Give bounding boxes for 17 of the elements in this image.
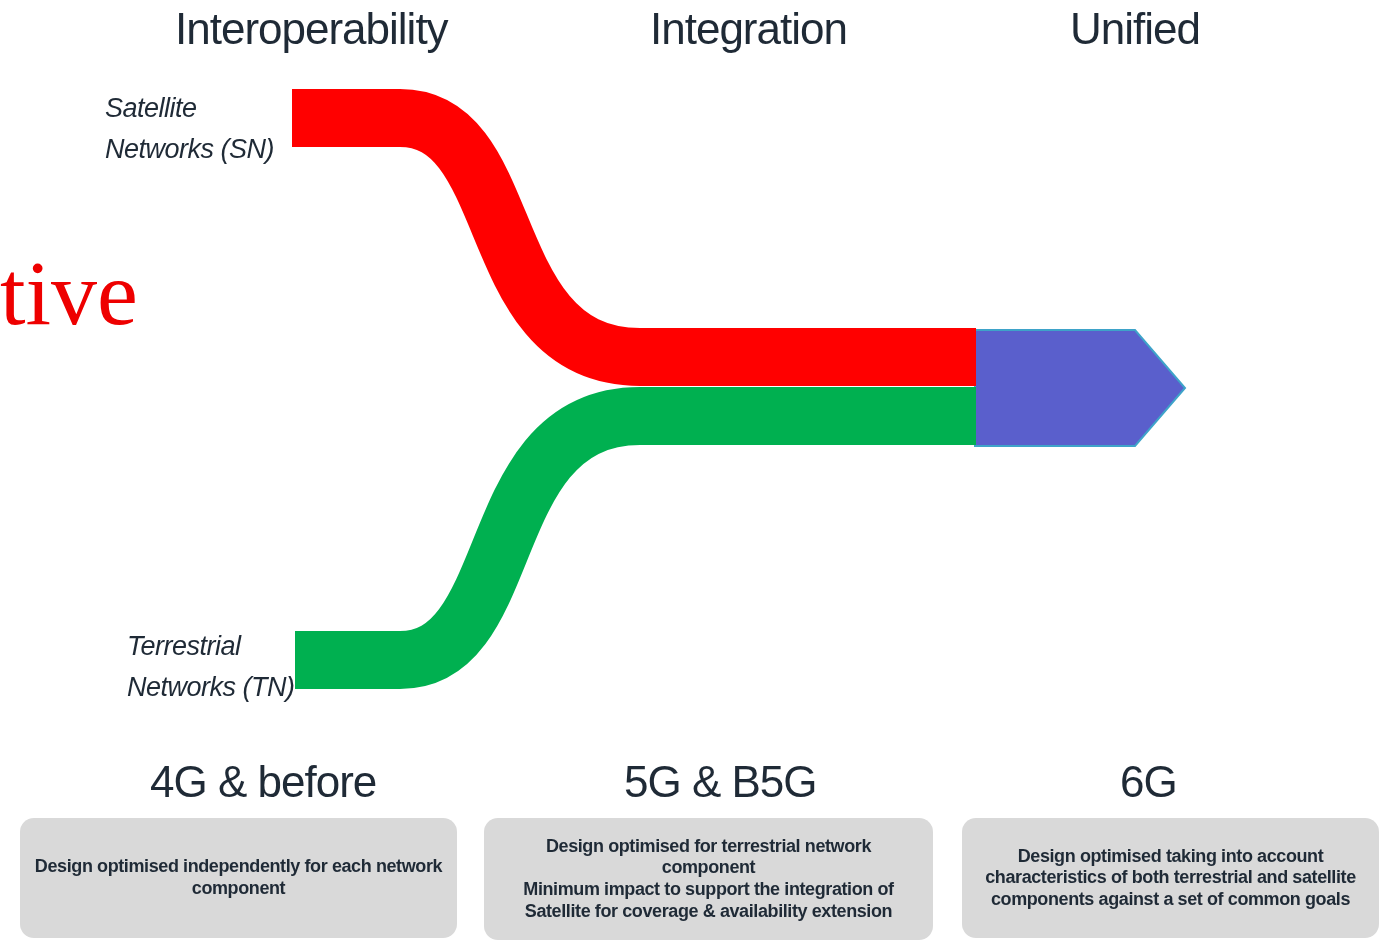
network-label: Terrestrial Networks (TN) [127, 630, 296, 704]
column-heading: Interoperability [175, 4, 448, 54]
column-heading: Unified [1070, 4, 1200, 54]
generation-heading: 4G & before [150, 757, 377, 807]
network-label: Satellite Networks (SN) [105, 92, 275, 166]
card-text: Design optimised for terrestrial network component [544, 835, 873, 879]
card-text: Design optimised taking into account characteristics of both terrestrial and satellite components against a set of common goals [984, 845, 1357, 911]
description-card [962, 818, 1379, 938]
card-text: Minimum impact to support the integration of Satellite for coverage & availability extension [522, 879, 895, 923]
generation-heading: 6G [1120, 757, 1177, 807]
text-fragment: tive [0, 241, 138, 346]
card-text: Design optimised independently for each network component [34, 856, 443, 900]
description-card [20, 818, 457, 938]
column-heading: Integration [650, 4, 847, 54]
generation-heading: 5G & B5G [624, 757, 817, 807]
description-card [484, 818, 933, 940]
arrow-shape [974, 329, 1187, 447]
